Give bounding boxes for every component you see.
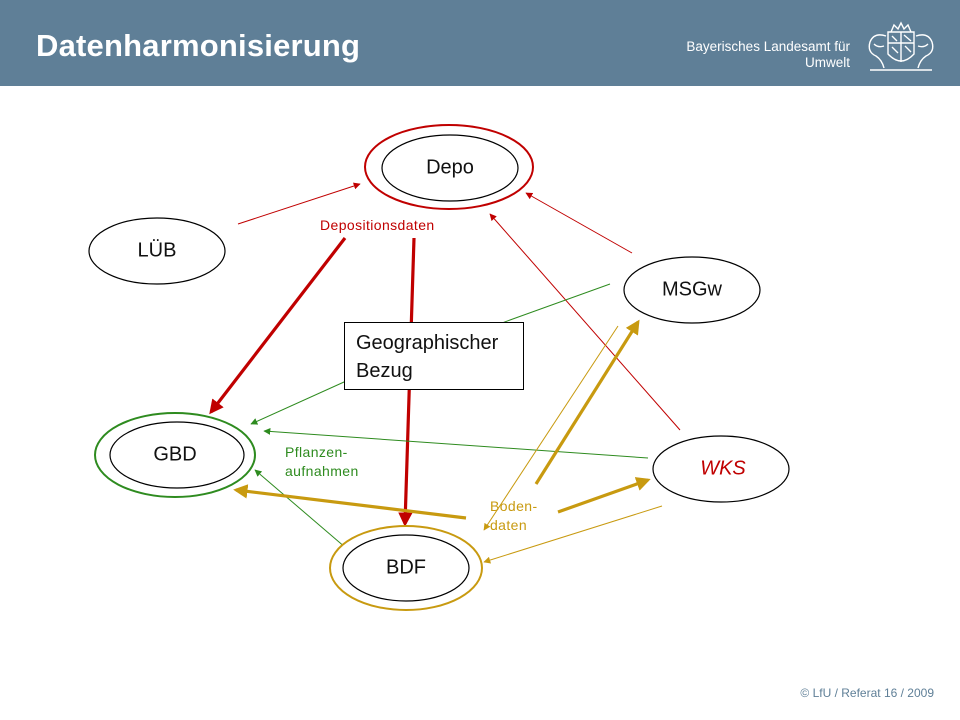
arrow-wks-to-gbd: [263, 427, 649, 459]
arrow-boden-to-msgw: [534, 319, 640, 485]
arrow-bdf-to-gbd: [254, 469, 347, 549]
organization-name: Bayerisches Landesamt für Umwelt: [686, 39, 850, 71]
node-msgw-label: MSGw: [662, 278, 722, 301]
arrow-msgw-to-bdf: [483, 325, 619, 531]
arrow-boden-to-wks: [557, 477, 651, 514]
node-bdf: [342, 534, 470, 602]
geographic-reference-line1: Geographischer: [356, 332, 499, 354]
node-bdf-label: BDF: [386, 556, 426, 579]
annotation-bodendaten: Boden- daten: [490, 497, 538, 535]
node-gbd: [109, 421, 245, 489]
slide-title: Datenharmonisierung: [36, 28, 361, 63]
annotation-pflanzenaufnahmen-line2: aufnahmen: [285, 463, 359, 479]
arrow-lub-to-depo: [237, 182, 361, 225]
node-lub: [88, 217, 226, 285]
node-msgw: [623, 256, 761, 324]
annotation-pflanzenaufnahmen-line1: Pflanzen-: [285, 444, 348, 460]
geographic-reference-box: Geographischer Bezug: [344, 322, 524, 390]
copyright-footer: © LfU / Referat 16 / 2009: [800, 686, 934, 700]
arrow-msgw-to-depo: [525, 192, 633, 254]
geographic-reference-line2: Bezug: [356, 360, 413, 382]
organization-name-line2: Umwelt: [804, 55, 850, 70]
arrow-depo-to-gbd: [209, 237, 347, 415]
annotation-depositionsdaten: Depositionsdaten: [320, 217, 435, 233]
arrow-wks-to-bdf: [483, 505, 663, 564]
coat-of-arms-logo: [868, 21, 934, 71]
arrow-bdf-to-gbd-thick: [233, 484, 467, 520]
node-depo-label: Depo: [426, 156, 474, 179]
node-depo: [381, 134, 519, 202]
annotation-bodendaten-line1: Boden-: [490, 498, 538, 514]
node-wks: [652, 435, 790, 503]
node-wks-label: WKS: [700, 457, 746, 480]
annotation-pflanzenaufnahmen: Pflanzen- aufnahmen: [285, 443, 359, 481]
node-gbd-label: GBD: [153, 443, 197, 466]
arrow-wks-to-depo: [489, 213, 681, 431]
header-bar: Datenharmonisierung Bayerisches Landesam…: [0, 0, 960, 86]
annotation-bodendaten-line2: daten: [490, 517, 528, 533]
organization-name-line1: Bayerisches Landesamt für: [686, 39, 850, 54]
node-lub-label: LÜB: [137, 239, 177, 262]
